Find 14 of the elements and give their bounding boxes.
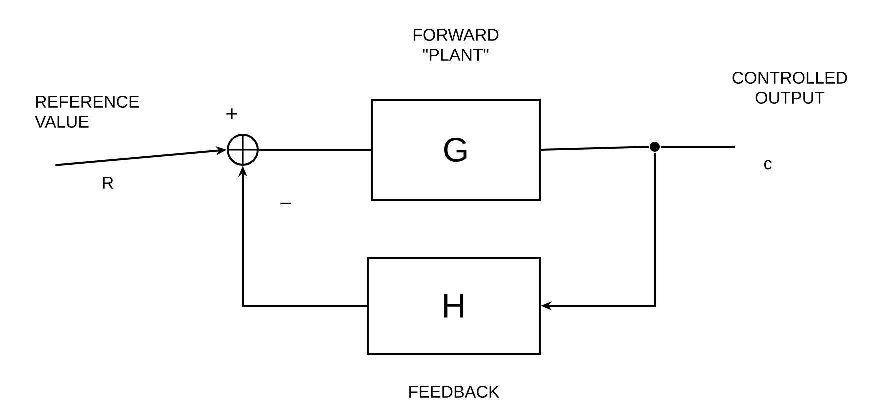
output-label: CONTROLLED OUTPUT bbox=[732, 72, 848, 104]
block-box: G bbox=[371, 99, 541, 201]
summing-junction bbox=[227, 134, 259, 166]
block-caption: FEEDBACK bbox=[410, 386, 500, 398]
connector bbox=[259, 149, 371, 151]
signal-name: c bbox=[764, 160, 772, 170]
junction-dot bbox=[650, 142, 660, 152]
block-heading: FORWARD "PLANT" bbox=[414, 29, 499, 61]
connector bbox=[540, 146, 650, 151]
sign-label: − bbox=[280, 202, 292, 204]
block-box: H bbox=[367, 257, 541, 355]
input-label: REFERENCE VALUE bbox=[35, 96, 140, 128]
signal-name: R bbox=[103, 177, 114, 189]
connector bbox=[661, 146, 735, 148]
